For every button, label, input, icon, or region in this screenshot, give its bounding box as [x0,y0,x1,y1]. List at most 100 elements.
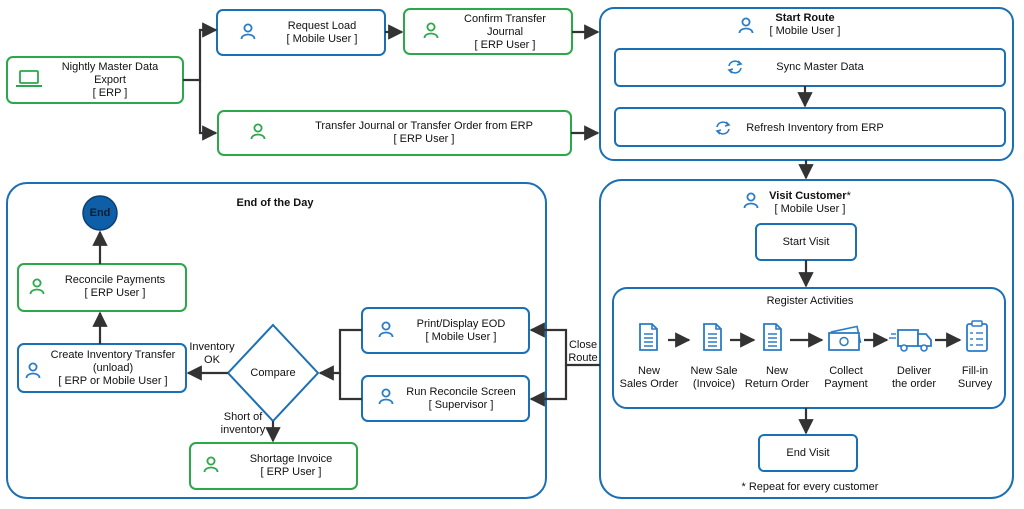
shortage-invoice-title: Shortage Invoice [249,453,333,465]
nightly-export-role: [ ERP ] [92,86,128,99]
register-activities-container [612,287,1006,409]
confirm-tj-title: Confirm Transfer Journal [464,12,546,38]
nightly-export-label: Nightly Master Data Export [ ERP ] [40,58,180,102]
compare-title: Compare [250,366,296,379]
activity-line2: Sales Order [619,378,679,390]
reconcile-payments-label: Reconcile Payments [ ERP User ] [45,266,185,308]
sync-master-title: Sync Master Data [776,60,864,73]
request-load-label: Request Load [ Mobile User ] [262,12,382,54]
compare-label: Compare [238,364,308,382]
footnote-text: * Repeat for every customer [741,480,879,493]
truck-icon [889,329,932,352]
arrow-export-tj [198,80,218,141]
refresh-inventory-title: Refresh Inventory from ERP [746,121,884,134]
end-visit-title: End Visit [786,446,830,459]
refresh-inventory-label: Refresh Inventory from ERP [735,118,895,138]
start-visit-title: Start Visit [782,235,830,248]
close-route-edge-label: Close Route [564,338,602,366]
document-icon [703,323,722,351]
shortage-invoice-role: [ ERP User ] [260,466,322,478]
request-load-title: Request Load [287,20,357,32]
print-eod-title: Print/Display EOD [416,318,506,330]
activity-label-2: New Return Order [742,364,812,392]
cash-icon [828,325,862,351]
start-visit-label: Start Visit [756,224,856,260]
register-activities-label: Register Activities [740,293,880,309]
run-reconcile-label: Run Reconcile Screen [ Supervisor ] [395,378,527,420]
activity-line1: New [637,365,660,377]
tj-or-to-label: Transfer Journal or Transfer Order from … [278,112,570,154]
end-of-day-title: End of the Day [236,196,314,209]
nightly-export-title: Nightly Master Data Export [61,60,159,86]
create-inv-transfer-label: Create Inventory Transfer (unload) [ ERP… [40,345,186,391]
tj-or-to-role: [ ERP User ] [393,133,455,145]
inventory-ok-text: Inventory OK [189,341,235,366]
create-inv-transfer-title1: Create Inventory Transfer [50,348,176,361]
reconcile-payments-role: [ ERP User ] [84,287,146,299]
close-route-text: Close Route [568,339,598,364]
end-visit-box[interactable] [758,434,858,472]
start-route-title: Start Route [775,12,835,24]
arrow-export-split [183,22,218,82]
run-reconcile-role: [ Supervisor ] [428,399,494,411]
sync-master-box[interactable] [614,48,1006,87]
sync-master-label: Sync Master Data [745,57,895,77]
end-visit-label: End Visit [759,435,857,471]
create-inv-transfer-title2: (unload) [92,361,134,374]
reconcile-payments-title: Reconcile Payments [64,274,166,286]
activity-line1: Collect [829,365,863,377]
activity-line2: the order [891,378,937,390]
end-title: End [89,206,111,219]
activity-label-1: New Sale (Invoice) [683,364,745,392]
inventory-ok-edge-label: Inventory OK [186,340,238,368]
end-of-day-label: End of the Day [205,194,345,212]
print-eod-label: Print/Display EOD [ Mobile User ] [395,310,527,352]
activity-label-3: Collect Payment [815,364,877,392]
end-node[interactable] [82,195,118,231]
arrow-reconcile-compare [338,373,362,401]
tj-or-to-title: Transfer Journal or Transfer Order from … [315,120,533,132]
reconcile-payments-box[interactable] [17,263,187,312]
activity-line2: Survey [957,378,993,390]
arrow-close-print [529,322,600,367]
activity-label-5: Fill-in Survey [946,364,1004,392]
shortage-invoice-box[interactable] [189,442,358,490]
end-label: End [83,204,117,222]
document-icon [639,323,658,351]
footnote: * Repeat for every customer [710,479,910,495]
print-eod-role: [ Mobile User ] [425,331,497,343]
start-route-label: Start Route [ Mobile User ] [755,10,855,40]
activity-line2: Return Order [744,378,810,390]
short-of-inventory-text: Short of inventory [220,411,266,436]
activity-line2: (Invoice) [692,378,736,390]
visit-customer-marker: * [846,190,851,202]
visit-customer-label: Visit Customer* [ Mobile User ] [755,188,865,218]
request-load-role: [ Mobile User ] [286,33,358,45]
activity-line1: Fill-in [961,365,989,377]
refresh-inventory-box[interactable] [614,107,1006,147]
activity-line2: Payment [824,378,868,390]
visit-customer-title: Visit Customer [769,190,847,202]
short-of-inventory-edge-label: Short of inventory [216,410,270,438]
arrow-print-compare [318,328,362,381]
visit-customer-role: [ Mobile User ] [774,203,846,215]
arrow-close-reconcile [529,365,568,407]
create-inv-transfer-role: [ ERP or Mobile User ] [58,374,168,387]
confirm-tj-role: [ ERP User ] [474,38,536,51]
create-inv-transfer-box[interactable] [17,343,187,393]
activity-label-0: New Sales Order [616,364,682,392]
register-activities-title: Register Activities [766,294,854,307]
confirm-tj-label: Confirm Transfer Journal [ ERP User ] [440,10,570,54]
document-icon [763,323,782,351]
laptop-icon [16,70,42,87]
activity-label-4: Deliver the order [880,364,948,392]
clipboard-icon [966,320,988,352]
activity-line1: New [765,365,788,377]
activity-line1: Deliver [896,365,932,377]
start-route-role: [ Mobile User ] [769,25,841,37]
run-reconcile-title: Run Reconcile Screen [406,386,516,398]
shortage-invoice-label: Shortage Invoice [ ERP User ] [226,445,356,487]
connectors [92,22,962,443]
activity-line1: New Sale [690,365,738,377]
